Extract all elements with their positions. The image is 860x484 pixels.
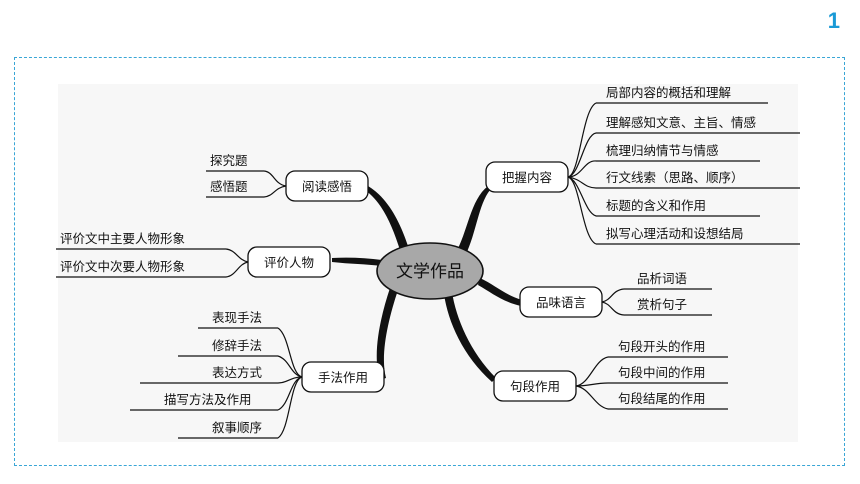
sentence-item: 句段中间的作用 [618, 365, 706, 380]
insight-item: 感悟题 [210, 179, 248, 194]
savor-item: 品析词语 [637, 271, 687, 286]
center-node [376, 242, 484, 300]
node-grasp-content-label: 把握内容 [502, 170, 552, 185]
node-savor-language-label: 品味语言 [536, 295, 586, 310]
branch-grasp-content [455, 186, 490, 258]
grasp-item: 梳理归纳情节与情感 [606, 143, 719, 158]
technique-item: 叙事顺序 [212, 420, 262, 435]
character-item: 评价文中主要人物形象 [60, 231, 185, 246]
sentence-function-connectors [575, 356, 728, 410]
branch-reading-insight [365, 186, 408, 250]
branch-technique [376, 288, 398, 380]
sentence-item: 句段开头的作用 [618, 339, 706, 354]
grasp-content-connectors [567, 102, 800, 245]
branch-sentence-function [444, 292, 496, 382]
evaluate-characters-connectors [56, 248, 249, 278]
node-sentence-function-label: 句段作用 [510, 379, 560, 394]
savor-language-connectors [601, 288, 712, 316]
savor-item: 赏析句子 [637, 297, 687, 312]
node-technique-label: 手法作用 [318, 370, 368, 385]
branch-savor-language [478, 278, 522, 306]
grasp-item: 标题的含义和作用 [606, 198, 706, 213]
branch-evaluate-characters [332, 257, 382, 266]
grasp-item: 理解感知文意、主旨、情感 [606, 115, 756, 130]
main-branches [332, 186, 522, 382]
technique-item: 描写方法及作用 [164, 392, 252, 407]
node-evaluate-characters-label: 评价人物 [264, 255, 314, 270]
technique-item: 修辞手法 [212, 338, 262, 353]
grasp-item: 拟写心理活动和设想结局 [606, 226, 744, 241]
technique-connectors [130, 327, 303, 439]
page-number: 1 [827, 8, 840, 33]
technique-item: 表现手法 [212, 310, 262, 325]
insight-item: 探究题 [210, 153, 248, 168]
grasp-item: 局部内容的概括和理解 [606, 85, 731, 100]
center-label: 文学作品 [396, 262, 464, 282]
grasp-item: 行文线索（思路、顺序） [606, 170, 744, 185]
reading-insight-connectors [206, 170, 287, 198]
technique-item: 表达方式 [212, 365, 263, 380]
sentence-item: 句段结尾的作用 [618, 391, 706, 406]
dashed-frame [14, 57, 845, 466]
node-reading-insight-label: 阅读感悟 [302, 179, 352, 194]
character-item: 评价文中次要人物形象 [60, 259, 185, 274]
